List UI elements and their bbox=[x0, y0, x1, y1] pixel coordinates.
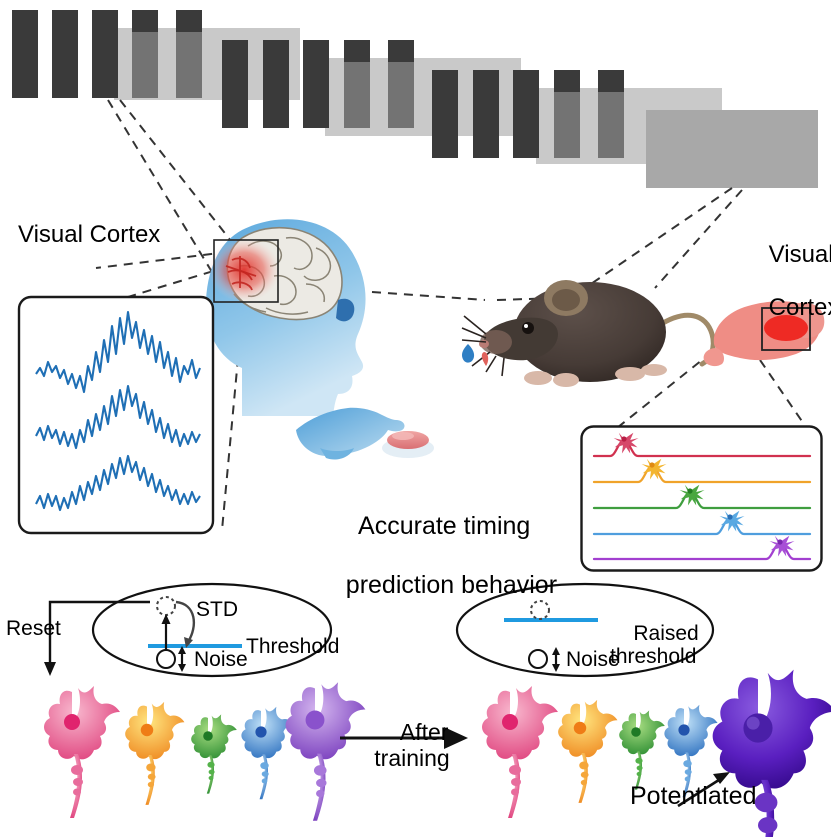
threshold-diagram-after bbox=[455, 582, 715, 678]
human-lfp-panel bbox=[17, 295, 215, 535]
visual-cortex-human-label: Visual Cortex bbox=[18, 221, 161, 248]
mouse-snout bbox=[480, 330, 512, 354]
neuron-pink-after bbox=[482, 686, 558, 818]
mouse-paws bbox=[524, 364, 667, 387]
connector-v1-to-traces-a bbox=[611, 351, 713, 433]
mouse-ear-inner bbox=[552, 289, 580, 311]
noise-arrowhead-up-after bbox=[552, 647, 560, 655]
behavior-label: Accurate timing prediction behavior bbox=[345, 511, 558, 599]
threshold-diagram-before bbox=[44, 582, 333, 678]
mouse-eye bbox=[522, 322, 534, 334]
std-curved-arrow bbox=[175, 600, 196, 643]
ellipse-before bbox=[91, 582, 333, 678]
neuron-yellow bbox=[125, 701, 185, 805]
visual-cortex-roi-box bbox=[213, 239, 279, 303]
mouse-illustration bbox=[461, 280, 716, 387]
visual-cortex-activation bbox=[208, 238, 280, 302]
std-label: STD bbox=[196, 598, 238, 621]
reset-arrowhead bbox=[44, 662, 56, 676]
lfp-trace-1 bbox=[35, 310, 201, 394]
visual-cortex-red-sulci bbox=[225, 256, 257, 291]
connector-stim-to-mouse-a bbox=[559, 187, 733, 306]
std-arrowhead bbox=[184, 637, 193, 648]
neuron-row-after bbox=[482, 669, 831, 837]
noise-arrowhead-up bbox=[178, 646, 186, 654]
mouse-brain-olfactory bbox=[703, 348, 724, 367]
noise-arrowhead-down-after bbox=[552, 664, 560, 672]
stimulus-bars-shaded bbox=[132, 32, 624, 158]
noise-circle-after bbox=[528, 649, 548, 669]
neuron-pink bbox=[44, 686, 120, 818]
potentiated-label: Potentiated bbox=[630, 782, 757, 810]
neuron-yellow-after bbox=[558, 699, 618, 803]
stimulus-sequence bbox=[12, 10, 818, 188]
lfp-trace-2 bbox=[35, 384, 201, 450]
mouse-v1-roi-box bbox=[761, 307, 811, 351]
ellipse-after bbox=[455, 582, 715, 678]
connector-stim-to-human-b bbox=[119, 99, 251, 266]
hand-thumb bbox=[320, 448, 354, 460]
after-training-arrow bbox=[340, 727, 468, 749]
neuron-purple-potentiated bbox=[712, 669, 831, 837]
neuron-green bbox=[191, 714, 237, 794]
neuron-blue bbox=[241, 706, 295, 800]
neuron-blue-after bbox=[664, 704, 718, 798]
hand-button-illustration bbox=[296, 407, 434, 460]
mouse-traces-panel bbox=[580, 425, 823, 572]
connector-human-to-mouse bbox=[371, 291, 486, 301]
mouse-tongue bbox=[481, 352, 489, 366]
reset-arrow bbox=[48, 600, 150, 664]
human-head-illustration bbox=[205, 219, 366, 416]
stimulus-bars bbox=[12, 10, 624, 158]
rise-arrowhead bbox=[161, 614, 171, 624]
potentiated-pointer-arrow bbox=[677, 776, 723, 808]
ear-marker bbox=[336, 298, 355, 322]
noise-label: Noise bbox=[194, 648, 248, 671]
reset-label: Reset bbox=[6, 617, 61, 640]
hand-shape bbox=[296, 407, 405, 457]
connector-stim-to-human-a bbox=[107, 99, 219, 283]
connector-cortexbox-to-label bbox=[95, 251, 229, 269]
mouse-v1-activation bbox=[764, 315, 808, 341]
neuron-row-before bbox=[44, 682, 366, 821]
potentiated-arrowhead bbox=[713, 772, 730, 784]
trace-neuron-glyphs bbox=[613, 432, 795, 557]
visual-cortex-mouse-label: Visual Cortex bbox=[768, 241, 831, 322]
neuron-green-after bbox=[619, 710, 665, 790]
lfp-trace-3 bbox=[35, 454, 201, 512]
mouse-eye-highlight bbox=[524, 324, 528, 328]
neuron-purple bbox=[285, 682, 366, 821]
noise-label-after: Noise bbox=[566, 648, 620, 671]
connector-stim-to-mouse-b bbox=[654, 189, 743, 289]
connector-v1-to-traces-b bbox=[759, 359, 809, 431]
water-droplet bbox=[462, 344, 475, 363]
mouse-brain-illustration bbox=[703, 301, 825, 367]
threshold-label: Threshold bbox=[246, 635, 340, 658]
raised-dashed-circle bbox=[530, 600, 550, 620]
noise-arrowhead-down bbox=[178, 664, 186, 672]
connector-head-to-eegpanel bbox=[221, 261, 248, 531]
button-highlight bbox=[392, 432, 414, 440]
mouse-whiskers bbox=[461, 315, 505, 377]
